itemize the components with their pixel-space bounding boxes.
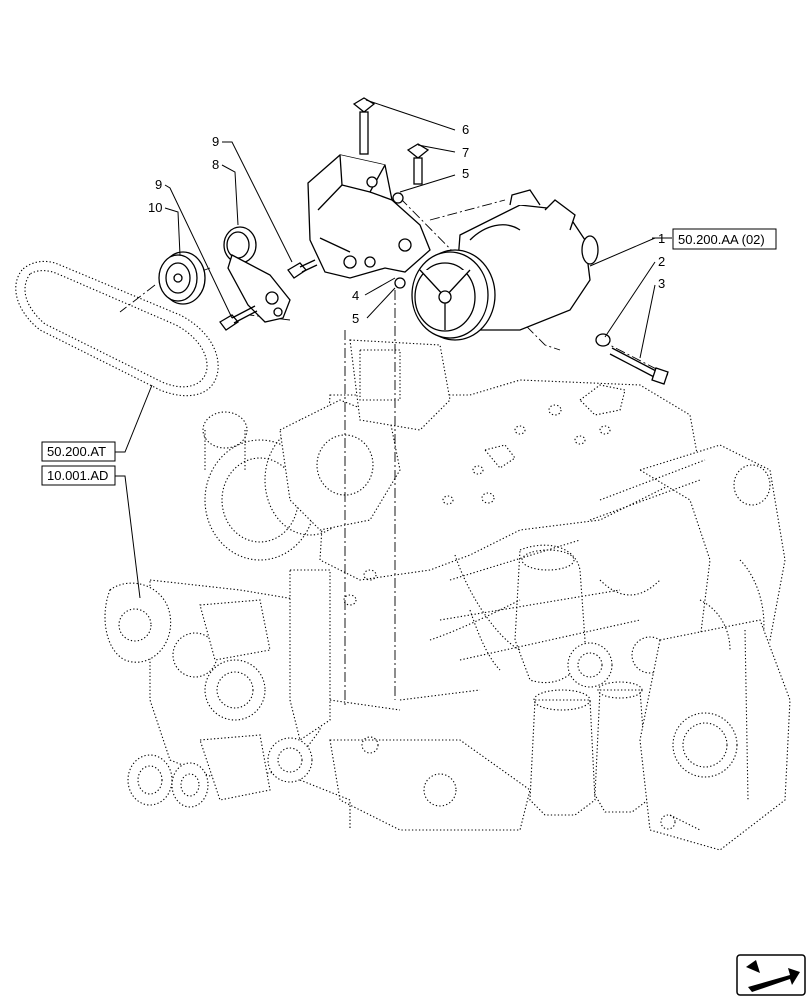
callout-8: 8	[212, 157, 219, 172]
callout-7: 7	[462, 145, 469, 160]
long-bolt	[352, 97, 376, 155]
spacer	[392, 192, 404, 204]
callout-1: 1	[658, 231, 665, 246]
callout-3: 3	[658, 276, 665, 291]
idler-pulley	[158, 251, 206, 305]
callout-5-upper: 5	[462, 166, 469, 181]
callout-10: 10	[148, 200, 162, 215]
belt-tensioner	[223, 226, 291, 323]
spacer-lower	[394, 277, 406, 289]
leader-lines	[115, 99, 672, 599]
callout-labels: 6 7 5 1 2 3 4 5 9 8 9 10	[148, 122, 665, 326]
engine-assembly	[104, 339, 791, 851]
reference-compressor-text: 50.200.AA (02)	[678, 232, 765, 247]
reference-belt-text: 50.200.AT	[47, 444, 106, 459]
callout-9-lower: 9	[155, 177, 162, 192]
ac-compressor	[411, 189, 599, 341]
reference-compressor[interactable]: 50.200.AA (02)	[672, 228, 777, 250]
bracket-bolt	[287, 259, 318, 279]
callout-4: 4	[352, 288, 359, 303]
callout-2: 2	[658, 254, 665, 269]
reference-engine[interactable]: 10.001.AD	[41, 465, 116, 486]
reference-engine-text: 10.001.AD	[47, 468, 108, 483]
compressor-bolt	[609, 347, 669, 385]
reference-belt[interactable]: 50.200.AT	[41, 441, 116, 462]
tensioner-bolt	[219, 305, 258, 331]
short-bolt	[406, 143, 430, 185]
callout-6: 6	[462, 122, 469, 137]
washer	[595, 333, 611, 347]
next-page-arrow-icon[interactable]	[736, 954, 806, 996]
compressor-bracket	[307, 154, 431, 279]
callout-5-lower: 5	[352, 311, 359, 326]
callout-9-upper: 9	[212, 134, 219, 149]
